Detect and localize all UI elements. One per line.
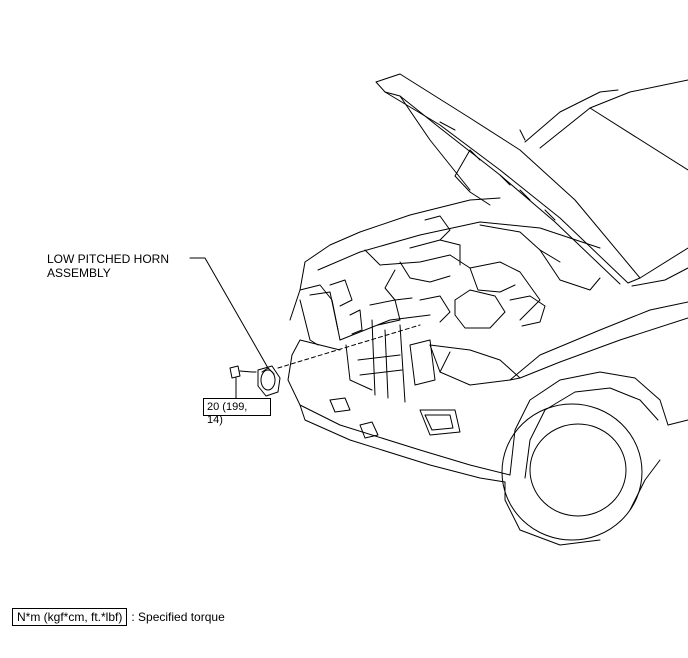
leader-lines xyxy=(189,257,269,399)
open-hood xyxy=(375,73,641,285)
cab-outline xyxy=(524,79,688,287)
legend-description: : Specified torque xyxy=(131,610,225,624)
radiator-support xyxy=(289,284,436,403)
torque-legend: N*m (kgf*cm, ft.*lbf) : Specified torque xyxy=(12,608,225,626)
horn-assembly xyxy=(257,365,281,397)
bolt-icon xyxy=(229,365,253,379)
horn-assembly-label: LOW PITCHED HORN ASSEMBLY xyxy=(47,252,170,280)
install-direction-lines xyxy=(251,324,421,373)
torque-callout-box xyxy=(203,398,271,416)
front-bumper xyxy=(287,339,521,483)
fender-and-wheel xyxy=(501,301,688,546)
legend-unit-box: N*m (kgf*cm, ft.*lbf) xyxy=(12,608,128,626)
torque-value: 20 (199, 14) xyxy=(207,401,248,426)
